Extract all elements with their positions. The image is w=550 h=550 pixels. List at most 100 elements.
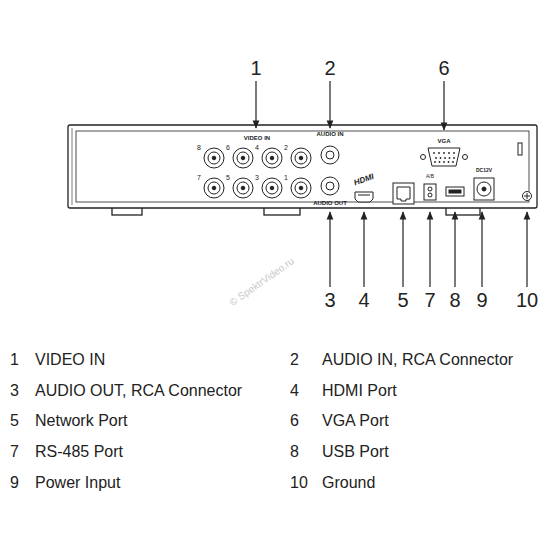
panel-label: DC12V: [476, 168, 492, 173]
channel-number: 3: [255, 174, 259, 181]
callout-number: 7: [424, 290, 435, 310]
legend-number: 9: [10, 475, 19, 491]
drawing-part: [262, 148, 282, 168]
legend-number: 8: [290, 444, 299, 460]
drawing-part: [212, 156, 216, 160]
drawing-part: [448, 152, 450, 154]
drawing-part: [449, 190, 461, 193]
drawing-part: [233, 178, 253, 198]
drawing-part: [453, 152, 455, 154]
dvr-housing: [68, 125, 537, 215]
drawing-part: [397, 187, 410, 201]
drawing-part: [208, 152, 220, 164]
legend-text: VGA Port: [322, 413, 389, 429]
drawing-part: [329, 212, 330, 287]
legend-number: 4: [290, 383, 299, 399]
drawing-part: [262, 148, 282, 168]
drawing-part: [428, 187, 432, 191]
drawing-part: [212, 186, 216, 190]
channel-number: 7: [197, 174, 201, 181]
drawing-part: [266, 182, 278, 194]
drawing-part: [358, 195, 370, 196]
drawing-part: [68, 125, 537, 208]
drawing-part: [421, 155, 426, 160]
legend-text: AUDIO OUT, RCA Connector: [35, 383, 242, 399]
drawing-part: [241, 186, 245, 190]
drawing-part: [291, 178, 311, 198]
legend-text: Network Port: [35, 413, 127, 429]
drawing-part: [270, 156, 274, 160]
drawing-part: [237, 152, 249, 164]
drawing-part: [291, 148, 311, 168]
port-shapes: [321, 143, 532, 204]
drawing-part: [435, 157, 437, 159]
drawing-part: [208, 182, 220, 194]
legend-text: USB Port: [322, 444, 389, 460]
drawing-part: [428, 193, 432, 197]
drawing-part: [295, 152, 307, 164]
drawing-part: [299, 186, 303, 190]
drawing-part: [449, 157, 451, 159]
legend-number: 10: [290, 475, 308, 491]
drawing-part: [204, 178, 224, 198]
channel-number: 1: [284, 174, 288, 181]
channel-number: 2: [284, 144, 288, 151]
drawing-part: [518, 143, 522, 155]
channel-number: 8: [197, 144, 201, 151]
drawing-part: [453, 157, 455, 159]
drawing-part: [204, 148, 224, 168]
panel-label: AUDIO IN: [317, 131, 344, 137]
legend-text: Ground: [322, 475, 375, 491]
drawing-part: [434, 161, 436, 163]
drawing-part: [428, 148, 460, 166]
drawing-part: [443, 161, 445, 163]
drawing-part: [523, 192, 532, 201]
drawing-part: [326, 151, 334, 159]
drawing-part: [321, 146, 339, 164]
drawing-part: [266, 152, 278, 164]
legend-number: 6: [290, 413, 299, 429]
drawing-part: [233, 148, 253, 168]
drawing-part: [237, 182, 249, 194]
panel-label: VGA: [437, 138, 450, 144]
channel-number: 4: [255, 144, 259, 151]
drawing-part: [326, 182, 334, 190]
watermark: © SpektrVideo.ru: [228, 256, 296, 308]
drawing-part: [255, 81, 256, 128]
drawing-part: [440, 157, 442, 159]
leader-lines: [256, 81, 527, 287]
drawing-part: [526, 212, 527, 287]
drawing-part: [262, 178, 282, 198]
drawing-part: [270, 186, 274, 190]
legend-text: VIDEO IN: [35, 352, 105, 368]
drawing-part: [233, 148, 253, 168]
drawing-part: [262, 178, 282, 198]
legend-number: 3: [10, 383, 19, 399]
legend-number: 7: [10, 444, 19, 460]
legend-text: HDMI Port: [322, 383, 397, 399]
drawing-part: [429, 212, 430, 287]
drawing-part: [477, 182, 491, 196]
drawing-part: [454, 212, 455, 287]
legend-text: AUDIO IN, RCA Connector: [322, 352, 513, 368]
callout-number: 4: [358, 290, 369, 310]
drawing-part: [204, 178, 224, 198]
callout-number: 1: [250, 58, 261, 78]
channel-number: 6: [226, 144, 230, 151]
drawing-part: [291, 178, 311, 198]
drawing-part: [446, 187, 464, 196]
drawing-part: [463, 155, 468, 160]
drawing-part: [474, 178, 494, 200]
panel-label: VIDEO IN: [244, 135, 270, 141]
channel-number: 5: [226, 174, 230, 181]
drawing-part: [363, 212, 364, 287]
drawing-part: [291, 148, 311, 168]
drawing-part: [233, 178, 253, 198]
callout-number: 9: [476, 290, 487, 310]
legend-text: RS-485 Port: [35, 444, 123, 460]
drawing-part: [524, 193, 530, 199]
legend-text: Power Input: [35, 475, 120, 491]
callout-number: 2: [324, 58, 335, 78]
drawing-part: [433, 152, 435, 154]
